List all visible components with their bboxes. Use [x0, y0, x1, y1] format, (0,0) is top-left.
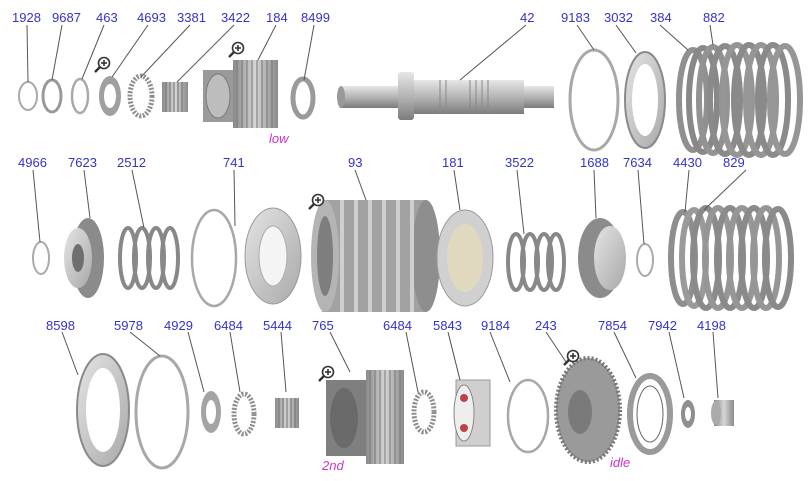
part-9687-snap-ring[interactable]: [41, 78, 63, 114]
part-7634-snap-ring[interactable]: [636, 243, 654, 277]
part-1688-piston[interactable]: [578, 218, 626, 298]
label-741[interactable]: 741: [223, 155, 245, 170]
label-9184[interactable]: 9184: [481, 318, 510, 333]
part-4198-nut[interactable]: [711, 400, 734, 426]
label-3522[interactable]: 3522: [505, 155, 534, 170]
label-7942[interactable]: 7942: [648, 318, 677, 333]
label-7854[interactable]: 7854: [598, 318, 627, 333]
label-6484-a[interactable]: 6484: [214, 318, 243, 333]
part-4966-snap-ring[interactable]: [32, 241, 50, 275]
label-184[interactable]: 184: [266, 10, 288, 25]
part-5444-needle-bearing[interactable]: [275, 398, 299, 428]
leader-lines-row3: [61, 331, 719, 399]
part-9183-snap-ring[interactable]: [568, 48, 620, 152]
label-9687[interactable]: 9687: [52, 10, 81, 25]
part-243-idle-gear[interactable]: [554, 356, 622, 464]
part-8598-backing-plate[interactable]: [76, 353, 130, 467]
note-idle: idle: [610, 455, 630, 470]
part-93-clutch-drum[interactable]: [244, 207, 302, 305]
part-6484-thrust-bearing-a[interactable]: [231, 391, 257, 437]
note-low: low: [269, 131, 290, 146]
part-882-clutch-pack[interactable]: [707, 42, 803, 158]
part-7623-piston[interactable]: [64, 218, 104, 298]
label-4430[interactable]: 4430: [673, 155, 702, 170]
label-8499[interactable]: 8499: [301, 10, 330, 25]
label-42[interactable]: 42: [520, 10, 534, 25]
label-2512[interactable]: 2512: [117, 155, 146, 170]
label-3032[interactable]: 3032: [604, 10, 633, 25]
part-42-output-shaft[interactable]: [337, 72, 554, 120]
label-1688[interactable]: 1688: [580, 155, 609, 170]
zoom-in-icon[interactable]: [93, 56, 111, 74]
zoom-in-icon[interactable]: [227, 41, 245, 59]
label-4966[interactable]: 4966: [18, 155, 47, 170]
label-3422[interactable]: 3422: [221, 10, 250, 25]
part-184-low-gear[interactable]: [203, 60, 278, 128]
part-7854-ball-bearing[interactable]: [627, 373, 673, 455]
part-3032-backing-plate[interactable]: [624, 51, 666, 149]
label-882[interactable]: 882: [703, 10, 725, 25]
part-3381-thrust-bearing[interactable]: [127, 73, 155, 119]
part-829-clutch-pack[interactable]: [690, 205, 794, 311]
part-181-pressure-plate[interactable]: [436, 209, 494, 307]
label-8598[interactable]: 8598: [46, 318, 75, 333]
part-93-drum-housing[interactable]: [311, 200, 440, 312]
part-5843-ball-bearing[interactable]: [453, 379, 491, 447]
label-181[interactable]: 181: [442, 155, 464, 170]
part-2512-return-spring[interactable]: [118, 226, 180, 290]
part-4929-thrust-washer[interactable]: [201, 391, 221, 433]
part-463-ring[interactable]: [70, 77, 90, 115]
label-1928[interactable]: 1928: [12, 10, 41, 25]
label-4693[interactable]: 4693: [137, 10, 166, 25]
label-463[interactable]: 463: [96, 10, 118, 25]
label-9183[interactable]: 9183: [561, 10, 590, 25]
part-7942-washer[interactable]: [681, 400, 695, 428]
label-829[interactable]: 829: [723, 155, 745, 170]
label-5978[interactable]: 5978: [114, 318, 143, 333]
zoom-in-icon[interactable]: [317, 365, 335, 383]
label-7623[interactable]: 7623: [68, 155, 97, 170]
label-7634[interactable]: 7634: [623, 155, 652, 170]
part-3522-return-spring[interactable]: [506, 232, 566, 292]
part-741-snap-ring[interactable]: [190, 208, 238, 308]
label-93[interactable]: 93: [348, 155, 362, 170]
part-9184-snap-ring[interactable]: [506, 378, 550, 454]
part-5978-snap-ring[interactable]: [134, 354, 190, 470]
part-8499-thrust-washer[interactable]: [290, 76, 316, 120]
label-3381[interactable]: 3381: [177, 10, 206, 25]
note-second: 2nd: [321, 458, 344, 473]
label-243[interactable]: 243: [535, 318, 557, 333]
part-765-second-gear[interactable]: [326, 370, 404, 464]
leader-lines-row2: [32, 169, 747, 245]
part-1928-snap-ring[interactable]: [18, 81, 38, 111]
label-384[interactable]: 384: [650, 10, 672, 25]
part-4693-thrust-washer[interactable]: [99, 76, 121, 116]
label-4198[interactable]: 4198: [697, 318, 726, 333]
leader-lines-row1: [26, 24, 714, 83]
part-3422-needle-bearing[interactable]: [162, 82, 188, 112]
part-6484-thrust-bearing-b[interactable]: [411, 389, 437, 435]
label-765[interactable]: 765: [312, 318, 334, 333]
label-5843[interactable]: 5843: [433, 318, 462, 333]
label-4929[interactable]: 4929: [164, 318, 193, 333]
label-6484-b[interactable]: 6484: [383, 318, 412, 333]
label-5444[interactable]: 5444: [263, 318, 292, 333]
part-4430-clutch-pack[interactable]: [668, 207, 709, 309]
